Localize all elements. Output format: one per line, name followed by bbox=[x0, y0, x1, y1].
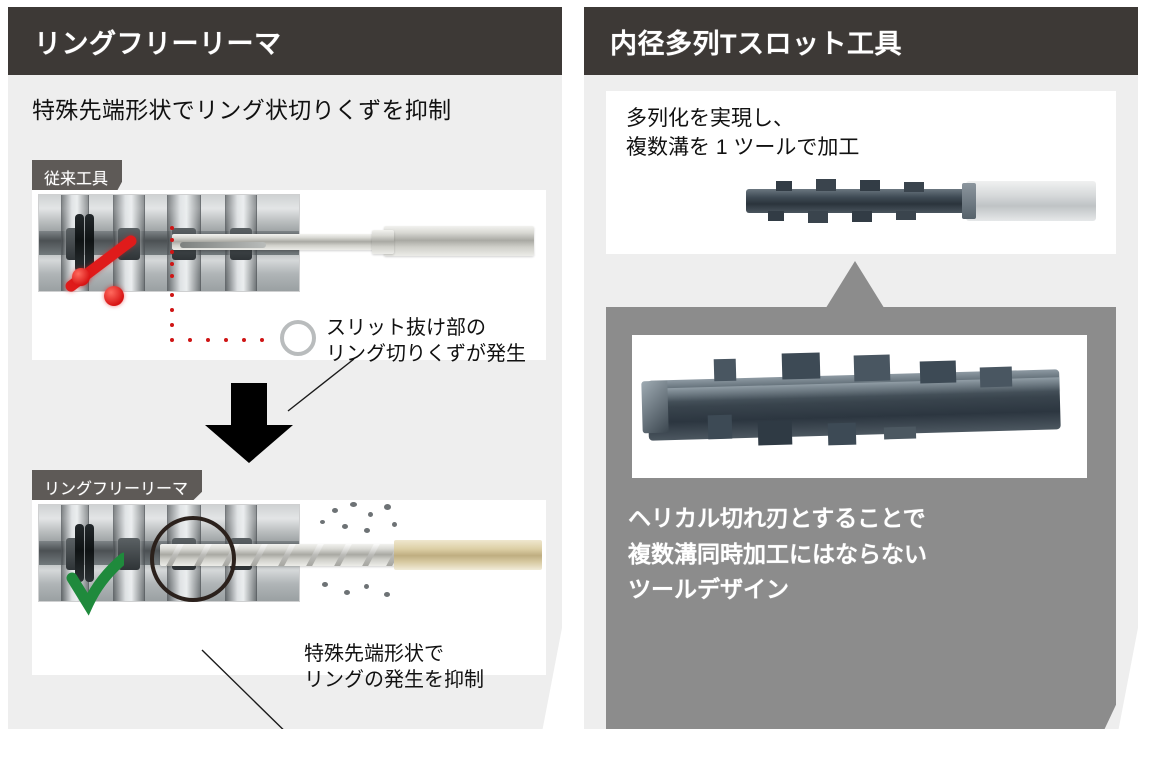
photo-t-slot-tool-closeup bbox=[632, 335, 1087, 478]
block-collar bbox=[85, 524, 94, 582]
lead-text-left: 特殊先端形状でリング状切りくずを抑制 bbox=[32, 97, 452, 123]
block-rib bbox=[113, 505, 145, 601]
panel-body-right: 多列化を実現し、 複数溝を 1 ツールで加工 bbox=[584, 75, 1138, 729]
tag-ring-free-reamer: リングフリーリーマ bbox=[32, 470, 203, 505]
block-collar bbox=[75, 214, 84, 272]
panel-ring-free-reamer: リングフリーリーマ 特殊先端形状でリング状切りくずを抑制 従来工具 bbox=[8, 7, 562, 729]
highlight-circle bbox=[150, 516, 236, 602]
callout-line-2: リングの発生を抑制 bbox=[304, 669, 484, 692]
callout-improved: 特殊先端形状で リングの発生を抑制 bbox=[304, 641, 484, 694]
reamer-shank-gold bbox=[394, 540, 542, 570]
tag-conventional-tool: 従来工具 bbox=[32, 160, 123, 195]
panel-body-left: 特殊先端形状でリング状切りくずを抑制 従来工具 bbox=[8, 75, 562, 729]
reamer-slit bbox=[180, 242, 266, 248]
callout-line-1: スリット抜け部の bbox=[326, 317, 486, 339]
card-tool-overview: 多列化を実現し、 複数溝を 1 ツールで加工 bbox=[606, 91, 1116, 254]
page-title-left: リングフリーリーマ bbox=[34, 28, 282, 59]
block-collar bbox=[75, 524, 84, 582]
up-arrow-icon bbox=[824, 261, 886, 311]
callout-box-tool-design: ヘリカル切れ刃とすることで 複数溝同時加工にはならない ツールデザイン bbox=[606, 307, 1116, 729]
red-chip-blob bbox=[104, 286, 124, 306]
reamer-step bbox=[372, 230, 394, 254]
photo-t-slot-tool-overview bbox=[746, 169, 1096, 231]
callout-line-2: リング切りくずが発生 bbox=[326, 343, 526, 366]
card-overview-text: 多列化を実現し、 複数溝を 1 ツールで加工 bbox=[626, 107, 860, 159]
red-chip-blob bbox=[72, 268, 90, 286]
panel-multi-row-t-slot-tool: 内径多列Tスロット工具 多列化を実現し、 複数溝を 1 ツールで加工 bbox=[584, 7, 1138, 729]
callout-leader-conventional bbox=[287, 358, 355, 412]
green-check-icon bbox=[66, 552, 124, 616]
slide-root: リングフリーリーマ 特殊先端形状でリング状切りくずを抑制 従来工具 bbox=[8, 7, 1138, 729]
panel-header-left: リングフリーリーマ bbox=[8, 7, 562, 75]
callout-leader-improved bbox=[201, 649, 303, 729]
ring-chip-icon bbox=[280, 320, 316, 356]
callout-line-1: 特殊先端形状で bbox=[304, 643, 444, 665]
block-collar bbox=[85, 214, 94, 272]
photo-ring-free-reamer bbox=[32, 500, 546, 675]
down-arrow-icon bbox=[205, 383, 293, 463]
page-title-right: 内径多列Tスロット工具 bbox=[610, 28, 902, 59]
callout-conventional: スリット抜け部の リング切りくずが発生 bbox=[326, 315, 526, 368]
reamer-shank bbox=[384, 226, 534, 256]
photo-conventional-tool bbox=[32, 190, 546, 360]
panel-header-right: 内径多列Tスロット工具 bbox=[584, 7, 1138, 75]
tool-design-text: ヘリカル切れ刃とすることで 複数溝同時加工にはならない ツールデザイン bbox=[628, 505, 927, 603]
